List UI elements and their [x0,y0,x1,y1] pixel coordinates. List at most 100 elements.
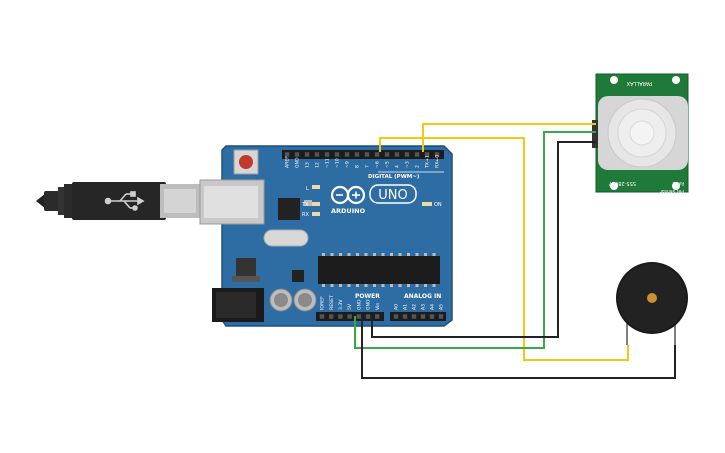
digital-pin-hole[interactable] [334,152,340,157]
digital-pin-label: 8 [355,165,361,168]
digital-pin-hole[interactable] [394,152,400,157]
analog-header[interactable] [390,312,446,321]
pir-dome [598,96,688,170]
analog-pin-hole[interactable] [411,314,417,319]
wire-black-pir-gnd [371,141,596,338]
usb-cable[interactable] [36,182,200,220]
led-rx-label: RX [302,212,309,218]
analog-pin-label: A3 [421,304,427,310]
chip-leg [398,253,402,256]
power-pin-label: 3.3V [338,299,344,310]
digital-pin-hole[interactable] [384,152,390,157]
chip-leg [356,284,359,287]
chip-leg [373,253,376,256]
power-pin-hole[interactable] [347,314,352,319]
chip-leg [364,284,368,287]
analog-pin-hole[interactable] [393,314,399,319]
chip-leg [330,284,334,287]
pir-sensor[interactable]: PARALLAX 555-28027 PIR Sensor Rev B [592,73,689,194]
power-pin-hole[interactable] [365,314,371,319]
chip-leg [339,284,342,287]
digital-pin-hole[interactable] [284,152,290,157]
analog-pin-label: A4 [430,304,436,310]
power-pin-hole[interactable] [319,314,325,319]
usb-chip [278,198,300,220]
digital-pin-label: TX→1 [425,155,431,169]
chip-leg [390,284,393,287]
power-pin-label: IOREF [320,296,326,310]
power-label: POWER [355,293,380,300]
chip-leg [322,253,325,256]
chip-leg [432,253,436,256]
power-pin-hole[interactable] [329,314,334,319]
wire-black-buzzer-gnd [361,316,676,379]
power-pin-label: GND [366,299,372,310]
digital-pin-hole[interactable] [404,152,410,157]
usb-icon [104,191,145,211]
wire-yellow-pin7-buzzer [379,137,629,361]
chip-leg [330,253,334,256]
analog-pin-label: A5 [439,304,445,310]
digital-pin-label: AREF [285,156,291,168]
chip-leg [322,284,325,287]
piezo-buzzer[interactable] [616,262,688,345]
power-pin-hole[interactable] [356,314,361,319]
arduino-brand-text: ARDUINO [331,207,366,215]
digital-pin-hole[interactable] [414,152,420,157]
uno-model-text: UNO [378,188,407,203]
digital-pin-label: ~3 [405,161,411,168]
chip-leg [407,253,410,256]
chip-leg [364,253,368,256]
digital-pin-hole[interactable] [304,152,310,157]
capacitors [269,288,317,312]
chip-leg [347,284,351,287]
chip-leg [381,253,385,256]
analog-pin-label: A1 [403,304,409,310]
analog-pin-hole[interactable] [402,314,408,319]
pir-brand-text: PARALLAX [626,80,652,86]
digital-pin-hole[interactable] [374,152,380,157]
digital-pin-hole[interactable] [324,152,330,157]
chip-leg [424,284,427,287]
chip-leg [432,284,436,287]
wire-green-pir-5v [354,131,596,349]
power-pin-label: GND [356,299,362,310]
digital-pin-label: ~6 [375,161,381,168]
on-led-label: ON [434,202,442,208]
pir-part-text: 555-28027 [609,180,636,186]
digital-pin-hole[interactable] [294,152,300,157]
chip-leg [424,253,427,256]
power-pin-label: RESET [329,295,335,310]
buzzer-center [647,293,657,303]
digital-header[interactable] [282,150,444,159]
led-tx-label: TX [301,202,309,208]
digital-pin-label: 4 [395,165,401,168]
digital-pin-hole[interactable] [344,152,350,157]
pir-rev-text: Rev B [672,181,684,186]
uno-badge [369,184,417,204]
status-leds [312,185,432,216]
power-pin-label: Vin [375,303,381,310]
analog-pin-hole[interactable] [438,314,444,319]
digital-pin-hole[interactable] [434,152,440,157]
digital-pin-hole[interactable] [354,152,360,157]
analog-in-label: ANALOG IN [404,293,441,300]
power-pin-hole[interactable] [338,314,343,319]
analog-pin-hole[interactable] [429,314,435,319]
digital-pin-hole[interactable] [364,152,370,157]
chip-leg [407,284,410,287]
digital-pin-hole[interactable] [314,152,320,157]
analog-pin-hole[interactable] [420,314,426,319]
atmega-chip [318,253,440,287]
digital-pin-label: ~5 [385,161,391,168]
chip-leg [390,253,393,256]
digital-pin-label: ~10 [335,158,341,168]
digital-pin-label: ~9 [345,161,351,168]
power-pin-hole[interactable] [375,314,380,319]
digital-pin-hole[interactable] [424,152,430,157]
crystal-oscillator [263,229,309,247]
pir-name-text: PIR Sensor [660,188,684,194]
digital-pin-label: 13 [305,162,311,168]
